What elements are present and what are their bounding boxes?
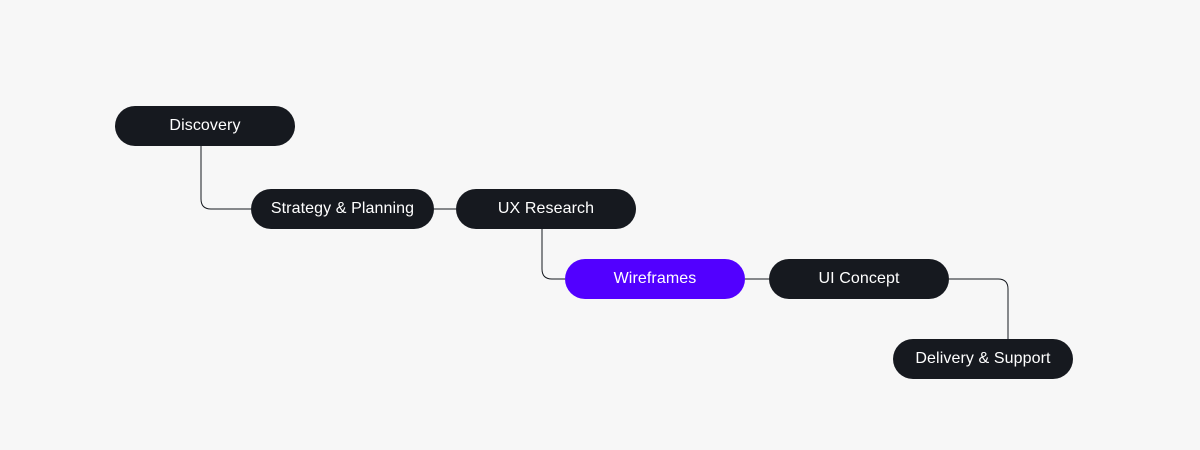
node-ux-research[interactable]: UX Research — [456, 189, 636, 229]
node-delivery-support[interactable]: Delivery & Support — [893, 339, 1073, 379]
connector-concept-delivery — [949, 278, 1009, 339]
node-discovery[interactable]: Discovery — [115, 106, 295, 146]
node-ui-concept[interactable]: UI Concept — [769, 259, 949, 299]
node-wireframes[interactable]: Wireframes — [565, 259, 745, 299]
connector-research-wireframes — [541, 229, 565, 280]
node-strategy-planning[interactable]: Strategy & Planning — [251, 189, 434, 229]
connector-discovery-strategy — [200, 146, 251, 210]
